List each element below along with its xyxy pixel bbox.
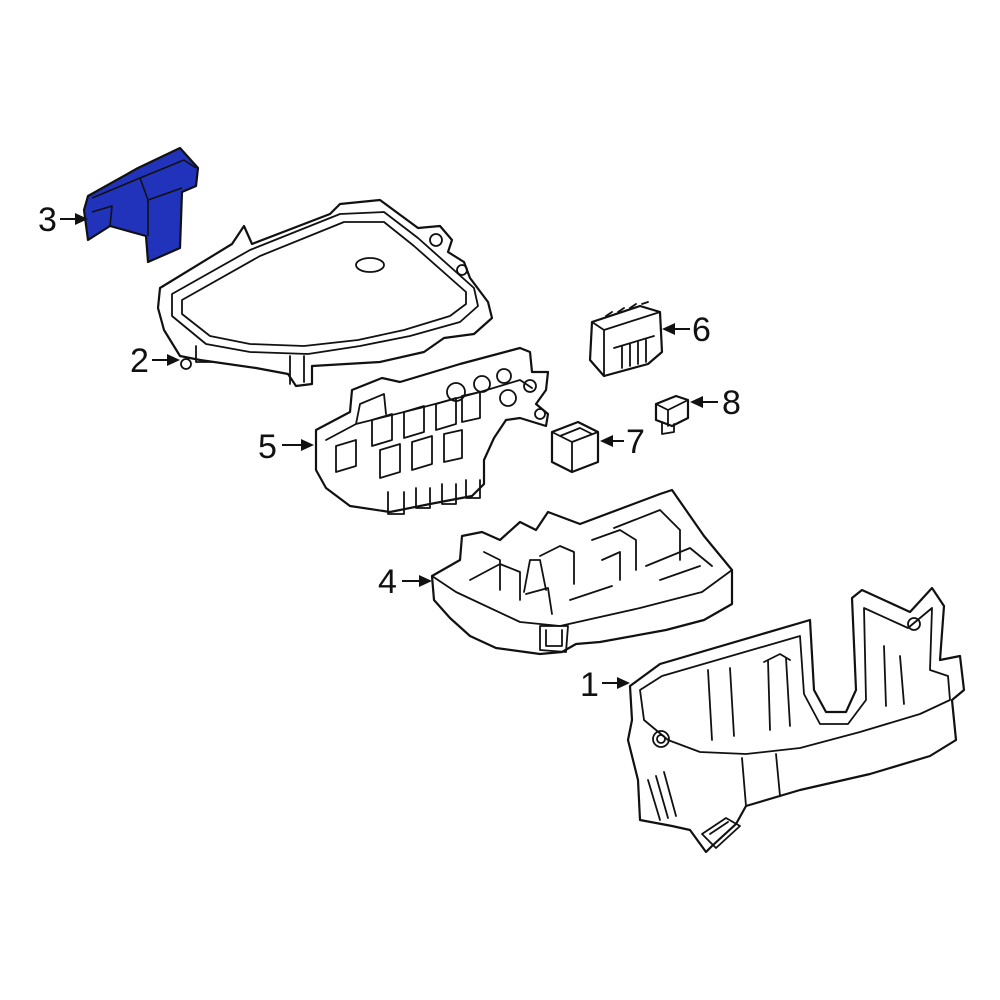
part-6-body <box>588 304 664 378</box>
part-1-mount-hole-inner <box>656 734 666 744</box>
callout-5-number: 5 <box>258 428 277 466</box>
part-1-bottom-clip <box>701 817 741 849</box>
part-1-rim <box>639 607 951 755</box>
callout-6[interactable]: 6 <box>662 311 711 349</box>
part-1-corner-hole <box>907 617 921 631</box>
callout-2-arrowhead <box>167 354 180 366</box>
callout-1-number: 1 <box>580 666 599 704</box>
part-5-bottom-tabs <box>387 479 481 515</box>
part-5-frame[interactable] <box>314 346 550 515</box>
part-1-mount-hole <box>652 730 670 748</box>
part-6-top <box>591 301 661 377</box>
part-2-cover[interactable] <box>156 198 494 388</box>
part-2-tab-hole-1 <box>429 233 443 247</box>
part-1-housing[interactable] <box>626 586 966 854</box>
part-2-top-face <box>171 211 479 355</box>
part-3-bracket[interactable] <box>82 146 200 264</box>
callout-5-arrowhead <box>301 439 314 451</box>
callout-8-arrowhead <box>690 396 703 408</box>
part-3-body <box>82 146 200 264</box>
part-2-inner-rim <box>181 221 467 347</box>
callout-6-number: 6 <box>692 311 711 349</box>
part-4-outline <box>430 488 734 656</box>
callout-5[interactable]: 5 <box>258 428 314 466</box>
part-4-compartments <box>469 509 713 615</box>
part-4-latch <box>539 625 569 653</box>
part-3-edge <box>91 159 197 236</box>
callout-4-arrowhead <box>419 575 432 587</box>
part-5-outline <box>314 346 550 514</box>
part-6-connector[interactable] <box>588 301 664 378</box>
part-4-insert[interactable] <box>430 488 734 656</box>
part-5-slots <box>335 391 481 479</box>
callout-7-arrowhead <box>600 435 613 447</box>
callout-7-number: 7 <box>626 423 645 461</box>
callout-2-number: 2 <box>130 342 149 380</box>
callout-6-arrowhead <box>662 323 675 335</box>
part-1-inner-walls <box>707 645 905 741</box>
callout-3[interactable]: 3 <box>38 201 88 239</box>
callout-2[interactable]: 2 <box>130 342 180 380</box>
part-8-body <box>654 394 690 428</box>
part-5-hole-6 <box>534 408 546 420</box>
part-2-tab-hole-2 <box>456 264 468 276</box>
part-6-ribs <box>613 335 655 369</box>
part-2-tab-hole-3 <box>180 358 192 370</box>
callout-3-arrowhead <box>75 213 88 225</box>
part-1-outline <box>626 586 966 854</box>
part-2-top-hole <box>355 257 385 273</box>
callout-7[interactable]: 7 <box>600 423 645 461</box>
callout-4[interactable]: 4 <box>378 563 432 601</box>
part-5-hole-3 <box>496 368 512 384</box>
part-5-hole-5 <box>523 379 537 393</box>
callout-1[interactable]: 1 <box>580 666 630 704</box>
callout-1-arrowhead <box>617 677 630 689</box>
part-5-hole-2 <box>473 375 491 393</box>
part-7-relay[interactable] <box>550 420 600 474</box>
part-5-hole-4 <box>499 389 517 407</box>
callout-3-number: 3 <box>38 201 57 239</box>
part-7-top-edge <box>551 427 599 473</box>
part-8-detail <box>655 399 689 435</box>
part-1-side-ribs <box>647 753 781 821</box>
callout-8-number: 8 <box>722 384 741 422</box>
part-8-fuse[interactable] <box>654 394 690 435</box>
part-2-side-clip <box>195 345 305 385</box>
callout-4-number: 4 <box>378 563 397 601</box>
part-2-outline <box>156 198 494 388</box>
callout-8[interactable]: 8 <box>690 384 741 422</box>
part-4-post <box>523 559 547 593</box>
